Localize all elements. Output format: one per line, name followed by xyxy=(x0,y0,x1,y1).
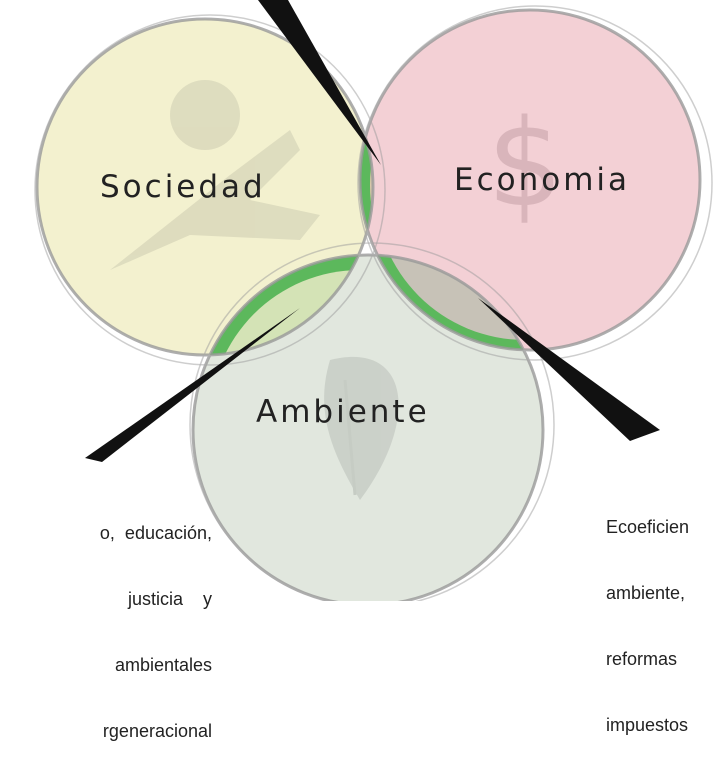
ambiente-label: Ambiente xyxy=(256,394,430,430)
sociedad-circle xyxy=(37,19,373,355)
top-pointer xyxy=(258,0,381,165)
left-note-line: justicia y xyxy=(127,589,212,609)
ambiente-circle xyxy=(193,255,543,601)
right-note-line: ambiente, xyxy=(606,583,686,603)
left-note-line: ambientales xyxy=(114,655,212,675)
right-note-line: reformas xyxy=(606,649,678,669)
right-pointer xyxy=(478,298,660,441)
left-note: o, educación, justicia y ambientales rge… xyxy=(0,478,212,764)
left-pointer xyxy=(85,308,300,462)
dollar-icon: $ xyxy=(487,95,563,234)
right-note: Ecoeficien ambiente, reformas impuestos xyxy=(606,472,725,758)
sociedad-label: Sociedad xyxy=(100,169,266,205)
sustainability-venn-diagram: $ Sociedad Economia Ambiente xyxy=(34,0,713,601)
economia-label: Economia xyxy=(454,162,630,198)
left-note-line: o, educación, xyxy=(99,523,212,543)
right-note-line: Ecoeficien xyxy=(606,517,690,537)
person-icon xyxy=(110,80,320,270)
sociedad-outline xyxy=(35,17,375,357)
right-note-line: impuestos xyxy=(606,715,689,735)
leaf-icon xyxy=(324,356,399,500)
ambiente-outline xyxy=(191,253,545,601)
svg-text:$: $ xyxy=(487,95,563,234)
left-note-line: rgeneracional xyxy=(102,721,212,741)
economia-circle xyxy=(360,10,700,350)
economia-outline xyxy=(358,8,702,352)
